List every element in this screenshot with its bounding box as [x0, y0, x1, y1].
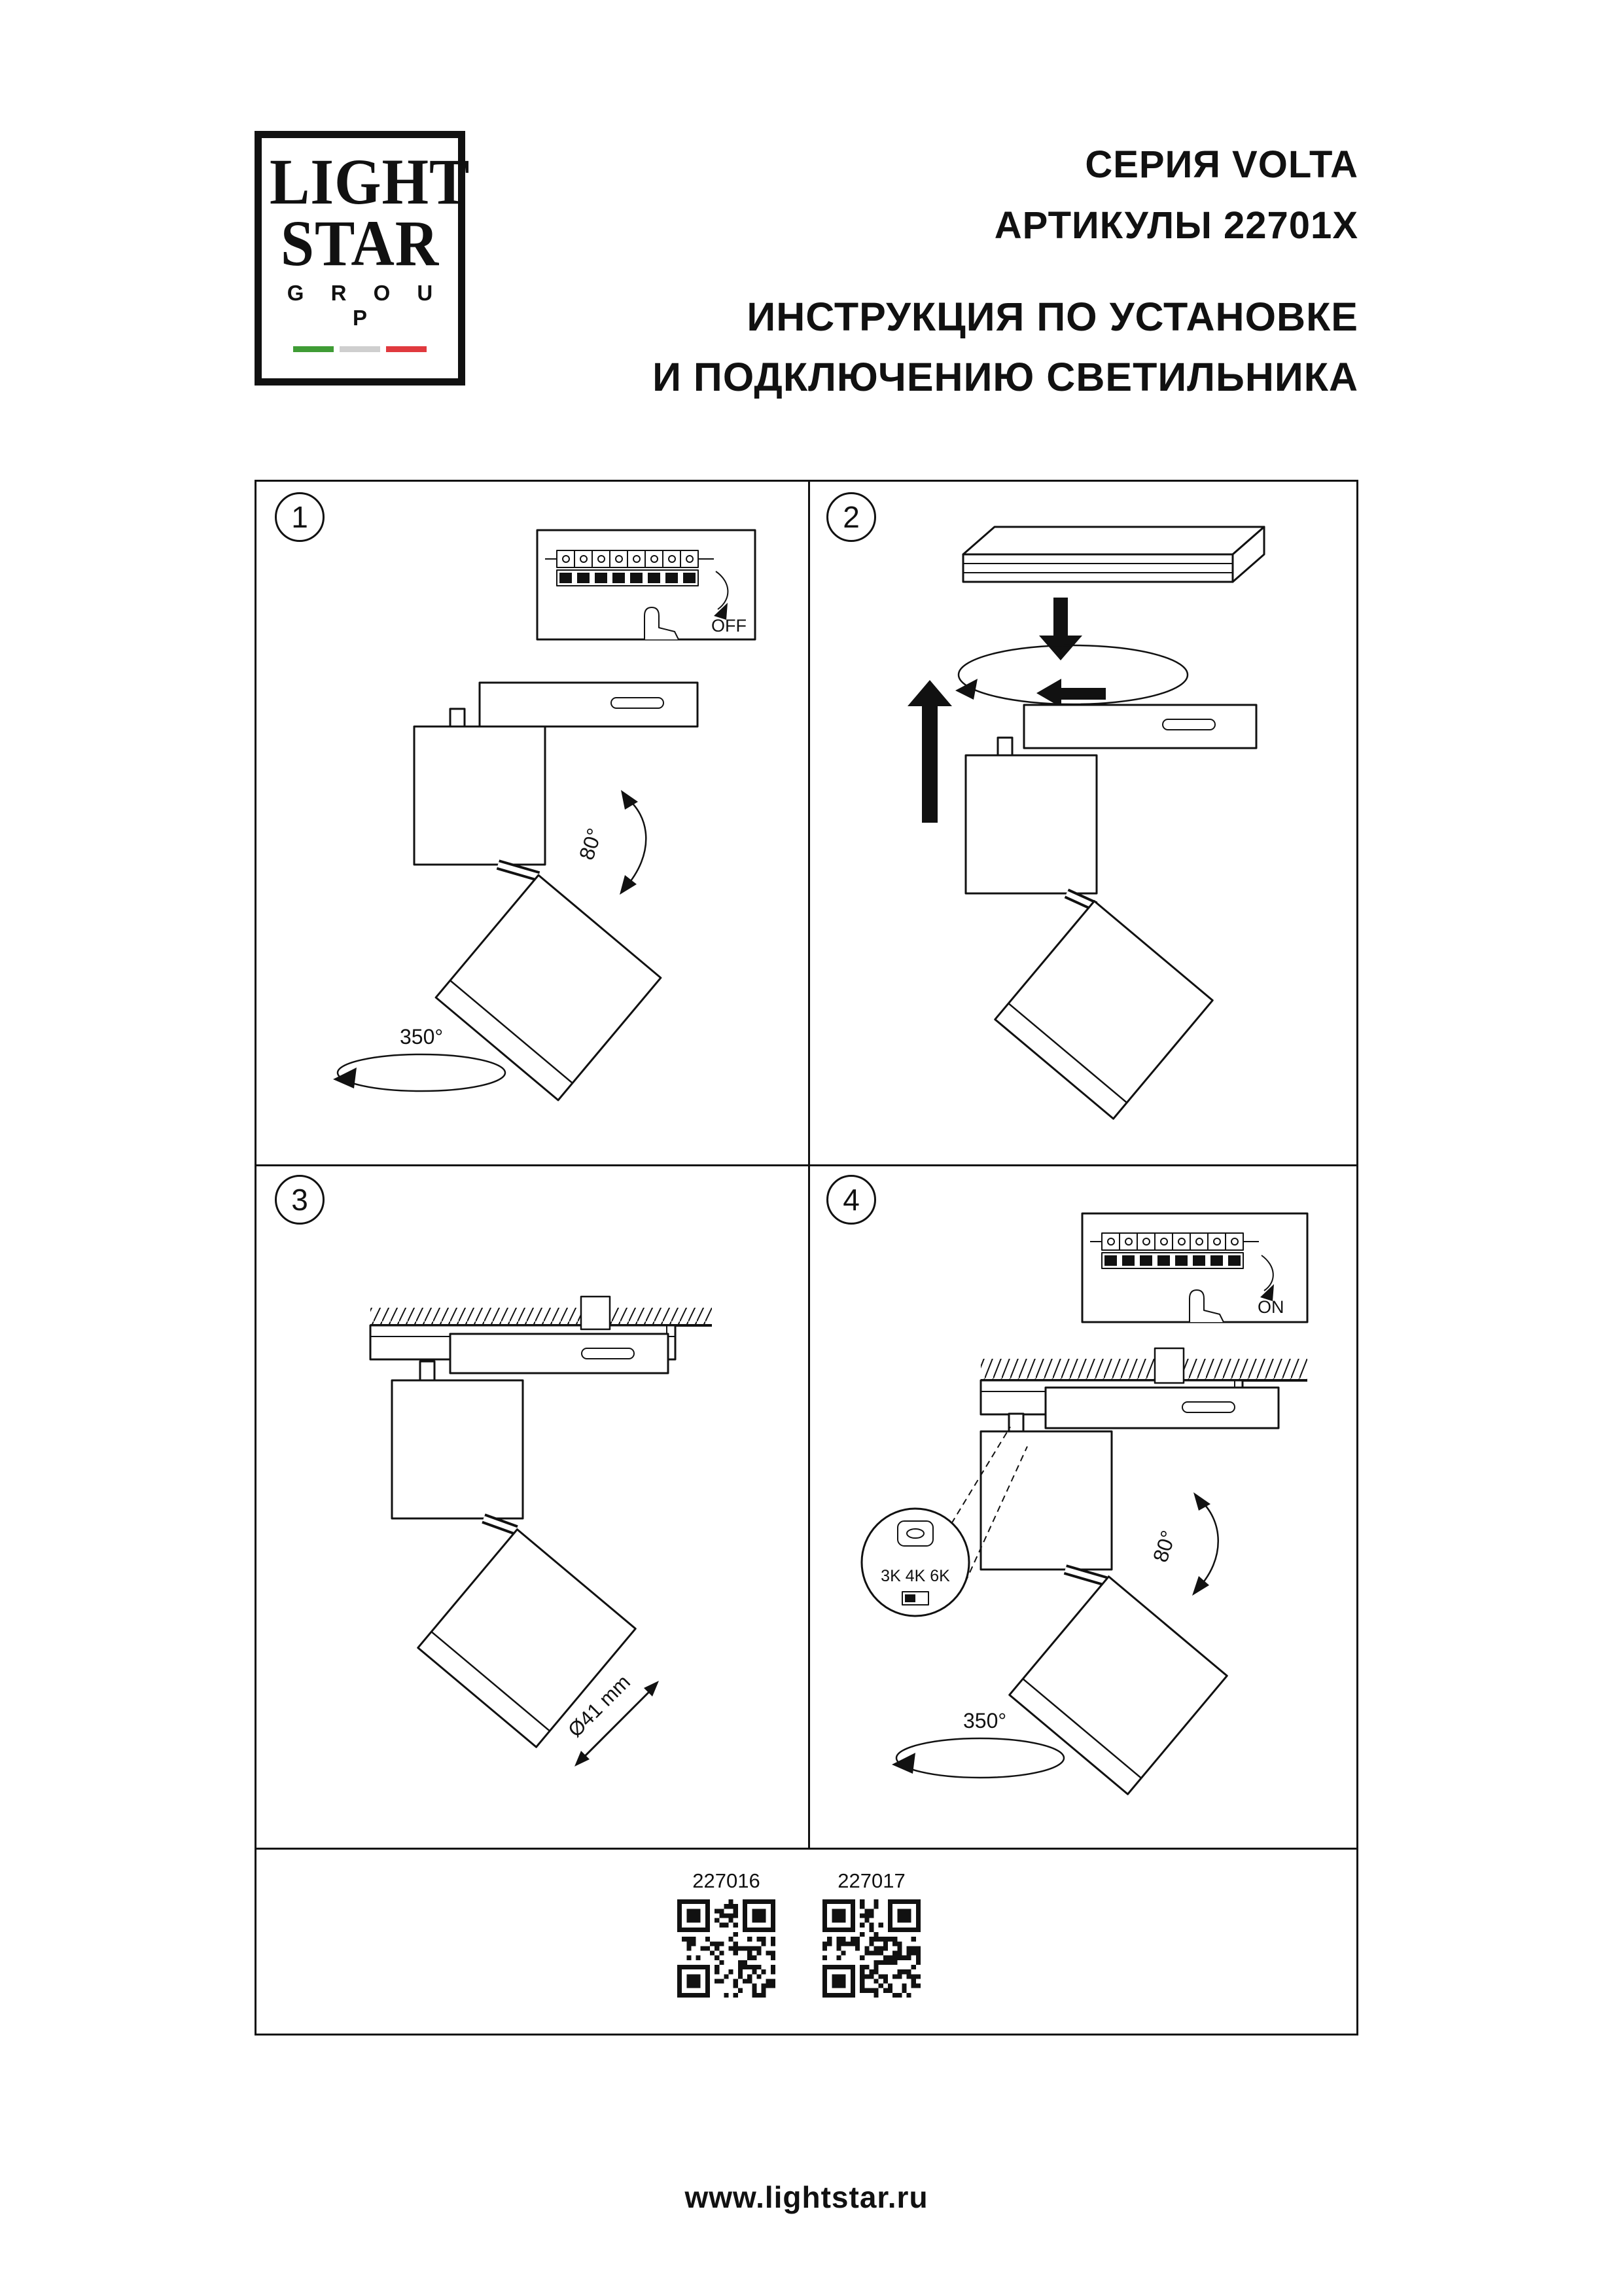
logo-group-text: G R O U P [287, 281, 444, 330]
terminal-block-drawing [1090, 1232, 1274, 1323]
rotation-angle-label: 350° [400, 1025, 443, 1049]
ceiling-drawing [370, 1308, 712, 1327]
lightstar-logo: LIGHT STAR G R O U P [255, 131, 470, 386]
switch-on-label: ON [1258, 1297, 1284, 1317]
article-code-2: 227017 [838, 1869, 906, 1892]
hand-icon [1189, 1289, 1224, 1323]
switch-off-label: OFF [711, 616, 747, 636]
grid-divider-footer [256, 1848, 1356, 1850]
color-temp-callout [860, 1426, 1028, 1617]
step2-number: 2 [826, 492, 876, 542]
step1-number: 1 [275, 492, 325, 542]
flag-green-segment [293, 346, 334, 352]
instruction-title: ИНСТРУКЦИЯ ПО УСТАНОВКЕ И ПОДКЛЮЧЕНИЮ СВ… [652, 287, 1358, 408]
ceiling-drawing [981, 1359, 1307, 1382]
qr-code-1 [677, 1899, 775, 1998]
instruction-line-1: ИНСТРУКЦИЯ ПО УСТАНОВКЕ [747, 294, 1358, 339]
step4-number: 4 [826, 1175, 876, 1225]
grid-divider-horizontal [256, 1164, 1356, 1166]
tilt-arc-icon [1192, 1492, 1219, 1596]
flag-white-segment [340, 346, 380, 352]
rotation-ellipse-icon [333, 1053, 506, 1092]
step3-number: 3 [275, 1175, 325, 1225]
color-temp-label: 3K 4K 6K [881, 1567, 950, 1585]
instruction-line-2: И ПОДКЛЮЧЕНИЮ СВЕТИЛЬНИКА [652, 355, 1358, 400]
hand-icon [644, 607, 679, 640]
step1-illustration: 80° 350° OFF [333, 529, 756, 1102]
spotlight-drawing [391, 1333, 669, 1748]
track-drawing [962, 526, 1265, 583]
tilt-angle-label: 80° [1148, 1528, 1180, 1565]
diameter-arrow-icon [574, 1681, 659, 1767]
flag-red-segment [386, 346, 427, 352]
step2-illustration [908, 526, 1265, 1120]
switch-arrow-icon [1261, 1255, 1274, 1291]
terminal-block-drawing [545, 550, 729, 640]
switch-arrow-icon [715, 571, 729, 610]
spotlight-drawing [980, 1386, 1280, 1795]
qr-code-2 [822, 1899, 921, 1998]
step3-illustration: Ø41 mm [369, 1295, 712, 1767]
rotation-ellipse-icon [892, 1737, 1065, 1779]
tilt-arc-icon [620, 790, 647, 895]
logo-word-star: STAR [280, 207, 440, 279]
steps-grid-frame [255, 480, 1358, 2036]
logo-flag-icon [262, 346, 458, 352]
spotlight-drawing [413, 681, 699, 1102]
document-header: СЕРИЯ VOLTA АРТИКУЛЫ 22701X ИНСТРУКЦИЯ П… [652, 135, 1358, 408]
article-code-1: 227016 [692, 1869, 760, 1892]
spotlight-drawing [964, 704, 1258, 1120]
logo-word-light: LIGHT [270, 145, 470, 218]
tilt-angle-label: 80° [574, 825, 607, 863]
step4-illustration: 3K 4K 6K 80° 350° ON [860, 1212, 1309, 1795]
rotation-angle-label: 350° [963, 1709, 1006, 1732]
website-url: www.lightstar.ru [684, 2180, 928, 2214]
series-title: СЕРИЯ VOLTA [1085, 143, 1358, 186]
articles-title: АРТИКУЛЫ 22701X [994, 204, 1358, 247]
